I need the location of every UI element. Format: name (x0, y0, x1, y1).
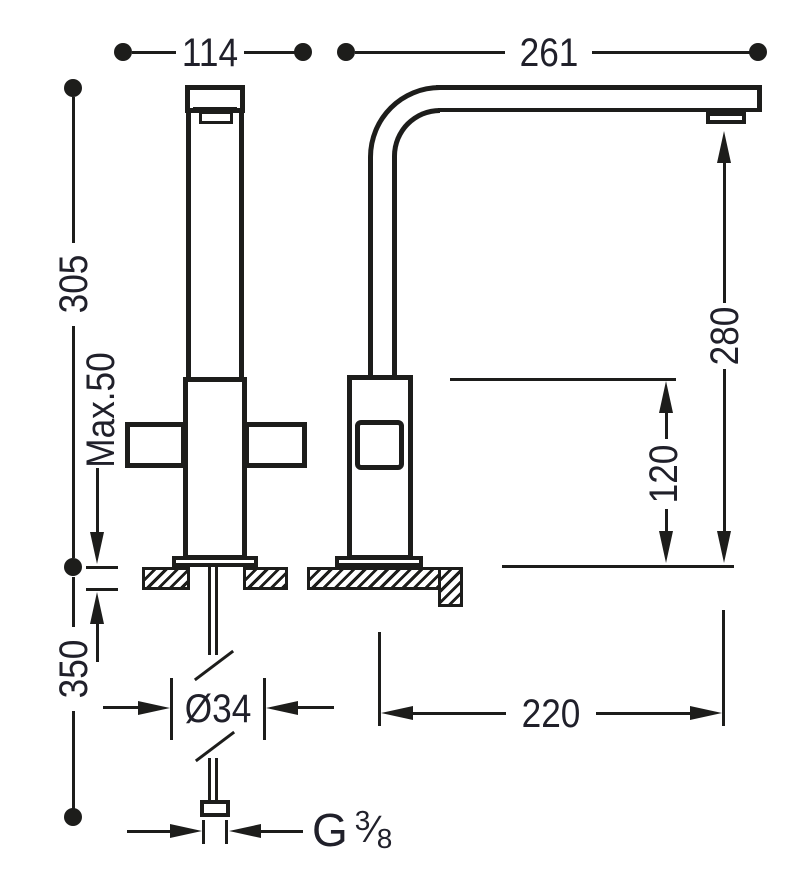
dim-g38-tail-right (261, 830, 303, 833)
dim-280-arrow-up (717, 131, 731, 163)
dim-d34-label: Ø34 (184, 687, 252, 731)
dim-g38-tick-left (202, 820, 205, 844)
side-riser-inner-edge (392, 158, 397, 377)
thread-fraction-slash: ⁄ (370, 809, 377, 852)
dim-305-line-top (72, 97, 75, 243)
dim-d34-tail-right (298, 706, 334, 709)
side-base-plate (335, 556, 423, 567)
front-handle-right (244, 422, 307, 468)
thread-fraction-numerator: 3 (354, 805, 371, 837)
dim-120-reference-line (450, 378, 676, 381)
front-supply-pipe-right-upper (215, 567, 218, 655)
dim-305-dot-bottom (64, 558, 82, 576)
dim-d34-arrow-right (266, 701, 298, 715)
dim-350-dot-bottom (64, 808, 82, 826)
dim-280-arrow-down (717, 531, 731, 563)
dim-120-line-top (665, 413, 668, 439)
dim-max50-arrow-down (90, 532, 104, 564)
side-riser-outer-edge (368, 158, 373, 377)
front-supply-pipe-left-upper (208, 567, 211, 655)
dim-261-line-right (592, 51, 756, 54)
countertop-side-main (307, 567, 441, 590)
front-aerator (199, 111, 233, 124)
deck-level-reference-line (502, 565, 734, 568)
dim-220-arrow-left (381, 706, 413, 720)
front-column-left-edge (186, 112, 191, 380)
side-spout-outlet (706, 112, 746, 124)
dim-114-dot-right (294, 43, 312, 61)
dim-120-arrow-up (659, 381, 673, 413)
dim-220-extension-left (378, 632, 381, 726)
dim-d34-extension-right (263, 678, 266, 740)
thread-fraction-denominator: 8 (376, 823, 393, 855)
front-column-right-edge (239, 112, 244, 380)
front-base-plate (172, 556, 258, 567)
dim-114-line-left (132, 51, 176, 54)
front-handle-left (125, 422, 186, 468)
dim-g38-tick-right (225, 820, 228, 844)
dim-261-dot-left (337, 43, 355, 61)
dim-g38-label: G 3 ⁄ 8 (312, 804, 393, 857)
dim-max50-line-top (96, 468, 99, 532)
dim-114-dot-left (114, 43, 132, 61)
countertop-front-right (243, 567, 288, 590)
dim-max50-tick-bottom (86, 588, 118, 591)
dim-max50-line-bottom (96, 624, 99, 662)
dim-220-arrow-right (690, 706, 722, 720)
dim-114-line-right (244, 51, 302, 54)
side-spout-end-edge (757, 85, 762, 112)
dim-120-label: 120 (642, 444, 686, 504)
front-supply-pipe-left-lower (208, 758, 211, 802)
dim-261-line-left (355, 51, 505, 54)
dim-220-extension-right (722, 610, 725, 726)
dim-350-label: 350 (52, 639, 96, 699)
dim-261-label: 261 (519, 31, 579, 75)
dim-350-line-top (72, 577, 75, 627)
countertop-front-left (142, 567, 190, 590)
dim-g38-tail-left (127, 830, 171, 833)
dim-220-line-right (596, 712, 690, 715)
dim-120-line-bottom (665, 509, 668, 535)
dim-120-arrow-down (659, 531, 673, 563)
dim-280-line-bottom (723, 369, 726, 531)
side-spout-top-line (436, 85, 762, 90)
dim-114-label: 114 (181, 31, 239, 75)
front-body (183, 377, 247, 560)
front-supply-pipe-right-lower (215, 758, 218, 802)
dim-305-dot-top (64, 79, 82, 97)
countertop-side-front-lip (438, 567, 463, 607)
dim-280-line-top (723, 163, 726, 303)
side-body-square-detail (355, 420, 404, 470)
dim-g38-arrow-right (229, 824, 261, 838)
thread-fraction: 3 ⁄ 8 (355, 807, 393, 853)
dim-d34-tail-left (103, 706, 139, 709)
thread-letter: G (312, 804, 348, 857)
dim-280-label: 280 (703, 306, 747, 366)
dim-max50-tick-top (86, 566, 118, 569)
hose-end-fitting (200, 800, 230, 817)
dim-d34-extension-left (170, 678, 173, 740)
dim-d34-arrow-left (138, 701, 170, 715)
dim-220-label: 220 (521, 692, 581, 736)
dim-261-dot-right (749, 43, 767, 61)
front-aerator-shoulder (193, 107, 237, 110)
dim-max50-arrow-up (90, 592, 104, 624)
dim-305-label: 305 (52, 254, 96, 314)
dim-305-line-bottom (72, 326, 75, 558)
dim-350-line-bottom (72, 711, 75, 809)
side-spout-bottom-line (438, 108, 762, 112)
dim-220-line-left (413, 712, 506, 715)
dim-g38-arrow-left (170, 824, 202, 838)
dim-max50-label: Max.50 (79, 352, 123, 468)
pipe-break-mark-upper (193, 649, 235, 682)
